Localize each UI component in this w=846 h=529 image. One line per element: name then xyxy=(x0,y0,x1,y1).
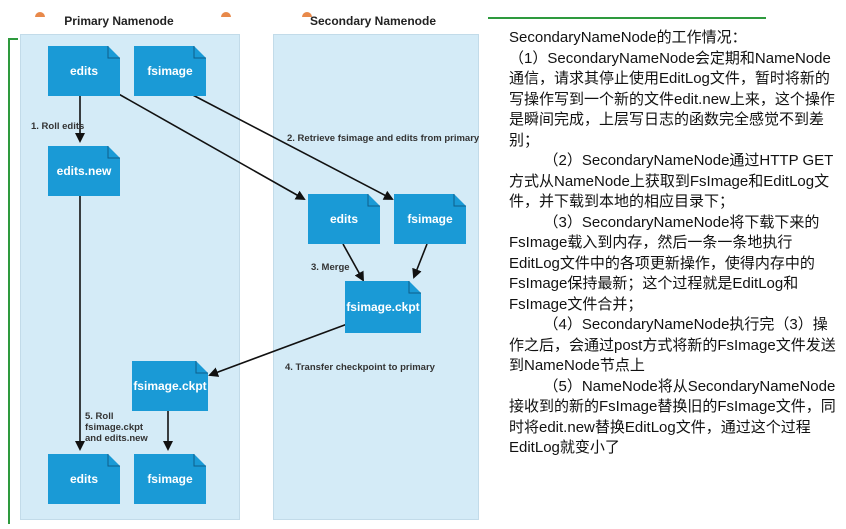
primary-namenode-panel xyxy=(20,34,240,520)
primary-fsimage-ckpt-doc: fsimage.ckpt xyxy=(132,361,208,411)
description-step-5: （5）NameNode将从SecondaryNameNode接收到的新的FsIm… xyxy=(509,377,836,457)
doc-label: edits xyxy=(69,64,98,78)
description-step-3: （3）SecondaryNameNode将下载下来的FsImage载入到内存，然… xyxy=(509,213,820,313)
doc-label: edits.new xyxy=(56,164,112,178)
arrow-transfer-checkpoint xyxy=(208,322,351,377)
step-5-label: 5. Roll fsimage.ckpt and edits.new xyxy=(85,411,148,444)
arrow-merge-fsimage xyxy=(412,243,428,279)
description-text: SecondaryNameNode的工作情况： （1）SecondaryName… xyxy=(509,28,839,459)
doc-label: edits xyxy=(69,472,98,486)
primary-edits-new-doc: edits.new xyxy=(48,146,120,196)
step-1-label: 1. Roll edits xyxy=(31,121,85,132)
primary-fsimage-doc: fsimage xyxy=(134,46,206,96)
arrow-edits-to-secondary xyxy=(107,87,306,200)
secondary-namenode-title: Secondary Namenode xyxy=(309,14,437,28)
doc-label: fsimage xyxy=(147,64,193,78)
description-step-1: （1）SecondaryNameNode会定期和NameNode通信，请求其停止… xyxy=(509,49,835,149)
step-3-label: 3. Merge xyxy=(311,262,350,273)
primary-edits-final-doc: edits xyxy=(48,454,120,504)
doc-label: edits xyxy=(329,212,358,226)
step-2-label: 2. Retrieve fsimage and edits from prima… xyxy=(287,133,480,144)
secondary-namenode-panel xyxy=(273,34,479,520)
secondary-fsimage-doc: fsimage xyxy=(394,194,466,244)
frame-left-line xyxy=(8,38,10,524)
description-step-2: （2）SecondaryNameNode通过HTTP GET方式从NameNod… xyxy=(509,152,834,210)
primary-fsimage-final-doc: fsimage xyxy=(134,454,206,504)
frame-top-right-line xyxy=(488,17,766,19)
decorative-dot xyxy=(35,12,45,17)
secondary-edits-doc: edits xyxy=(308,194,380,244)
doc-label: fsimage.ckpt xyxy=(346,300,420,314)
arrow-merge-edits xyxy=(342,243,364,282)
step-5-line: and edits.new xyxy=(85,433,148,444)
step-5-line: 5. Roll xyxy=(85,411,114,422)
decorative-dot xyxy=(221,12,231,17)
doc-label: fsimage xyxy=(407,212,453,226)
step-4-label: 4. Transfer checkpoint to primary xyxy=(285,362,435,373)
secondary-fsimage-ckpt-doc: fsimage.ckpt xyxy=(345,281,421,333)
doc-label: fsimage.ckpt xyxy=(133,379,207,393)
decorative-dot xyxy=(302,12,312,17)
step-5-line: fsimage.ckpt xyxy=(85,422,144,433)
arrow-fsimage-to-secondary xyxy=(186,91,394,200)
description-heading: SecondaryNameNode的工作情况： xyxy=(509,29,747,46)
doc-label: fsimage xyxy=(147,472,193,486)
primary-namenode-title: Primary Namenode xyxy=(64,14,174,28)
description-step-4: （4）SecondaryNameNode执行完（3）操作之后，会通过post方式… xyxy=(509,316,836,374)
frame-top-left-line xyxy=(8,38,18,40)
primary-edits-doc: edits xyxy=(48,46,120,96)
